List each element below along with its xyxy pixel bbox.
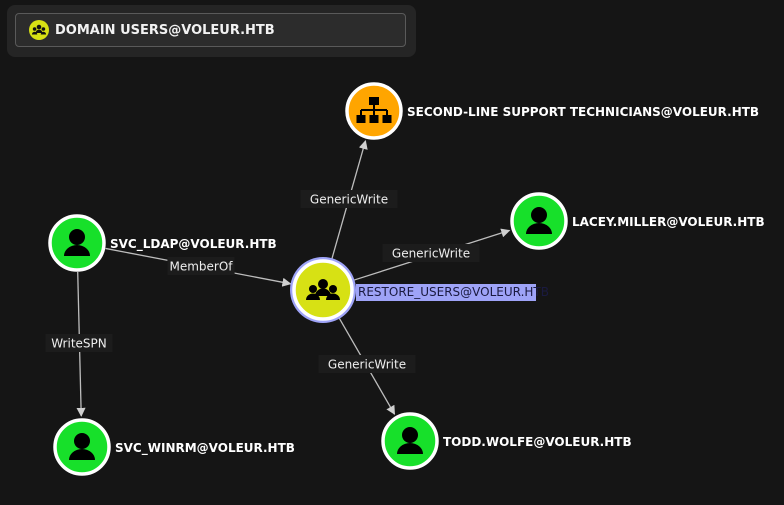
node-todd[interactable]: TODD.WOLFE@VOLEUR.HTB	[381, 412, 632, 470]
node-svc-winrm[interactable]: SVC_WINRM@VOLEUR.HTB	[53, 418, 295, 476]
node-label: LACEY.MILLER@VOLEUR.HTB	[572, 215, 765, 229]
group-icon	[29, 20, 49, 40]
search-panel: DOMAIN USERS@VOLEUR.HTB	[7, 5, 416, 57]
edge-svc_ldap-svc_winrm[interactable]: WriteSPN	[45, 271, 113, 417]
edge-label: MemberOf	[169, 260, 233, 274]
node-second-line[interactable]: SECOND-LINE SUPPORT TECHNICIANS@VOLEUR.H…	[345, 82, 759, 140]
node-label: SECOND-LINE SUPPORT TECHNICIANS@VOLEUR.H…	[407, 105, 759, 119]
search-value: DOMAIN USERS@VOLEUR.HTB	[55, 22, 275, 38]
node-restore-users[interactable]: RESTORE_USERS@VOLEUR.HTB	[290, 257, 549, 323]
user-icon	[69, 433, 95, 460]
node-lacey[interactable]: LACEY.MILLER@VOLEUR.HTB	[510, 192, 765, 250]
edge-restore_users-second_line[interactable]: GenericWrite	[300, 139, 398, 261]
edge-label-background	[382, 244, 480, 262]
node-label: TODD.WOLFE@VOLEUR.HTB	[443, 435, 632, 449]
edge-label-background	[318, 355, 416, 373]
selected-label-background	[356, 284, 536, 301]
edge-label-background	[167, 257, 235, 275]
edge-label: GenericWrite	[392, 247, 470, 261]
node-label: SVC_LDAP@VOLEUR.HTB	[110, 237, 277, 252]
edge-label: GenericWrite	[328, 358, 406, 372]
node-label: RESTORE_USERS@VOLEUR.HTB	[358, 285, 549, 299]
edge-restore_users-lacey[interactable]: GenericWrite	[352, 228, 511, 282]
edge-label: GenericWrite	[310, 193, 388, 207]
search-input[interactable]: DOMAIN USERS@VOLEUR.HTB	[15, 13, 406, 47]
node-label: SVC_WINRM@VOLEUR.HTB	[115, 441, 295, 456]
node-svc-ldap[interactable]: SVC_LDAP@VOLEUR.HTB	[48, 214, 277, 272]
edge-restore_users-todd[interactable]: GenericWrite	[318, 316, 416, 415]
edge-label: WriteSPN	[51, 337, 107, 351]
user-icon	[397, 427, 423, 454]
user-icon	[64, 229, 90, 256]
group-icon	[306, 279, 340, 300]
edge-label-background	[300, 190, 398, 208]
edge-label-background	[45, 334, 113, 352]
user-icon	[526, 207, 552, 234]
edge-svc_ldap-restore_users[interactable]: MemberOf	[105, 247, 292, 287]
org-chart-icon	[356, 97, 392, 123]
